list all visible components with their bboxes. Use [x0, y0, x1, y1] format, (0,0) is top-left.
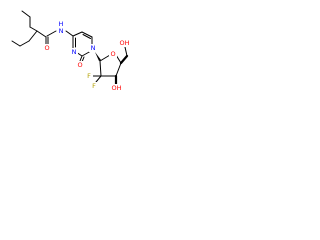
atom-label-amide-h: H: [59, 20, 64, 28]
bond-c1-o: [99, 54, 111, 62]
svg-text:OH: OH: [111, 84, 121, 92]
bond-c2-f2: [95, 75, 102, 83]
molecule-structure-diagram: N H O N N O O F F: [0, 0, 150, 150]
atom-label-oh-bottom: OH: [110, 84, 123, 92]
propyl-chain-lower: [11, 30, 38, 47]
bond-c2-c1: [99, 60, 102, 77]
bond-alpha-carbonyl: [36, 30, 47, 38]
wedge-n1-c1prime: [95, 52, 101, 61]
bond-amide-c4: [65, 30, 74, 37]
svg-text:O: O: [44, 44, 49, 52]
atom-label-oh-top: OH: [118, 39, 131, 47]
atom-label-amide-n: N: [57, 27, 65, 35]
atom-label-c2-o: O: [76, 61, 84, 69]
bond: [28, 30, 38, 42]
svg-text:N: N: [59, 27, 64, 35]
svg-text:H: H: [59, 20, 64, 28]
propyl-chain-upper: [21, 10, 38, 32]
bond: [81, 31, 93, 38]
bond: [29, 26, 38, 32]
molecule-svg: N H O N N O O F F: [11, 10, 131, 92]
atom-label-f1: F: [85, 72, 93, 80]
bond: [11, 40, 21, 47]
bond-c2-o: [79, 55, 83, 62]
bond-c4-c3: [115, 62, 122, 77]
atom-label-sugar-o: O: [109, 50, 117, 58]
svg-text:F: F: [87, 72, 91, 80]
bond-carbonyl-n: [46, 30, 57, 37]
bond-c4-c5: [119, 54, 129, 65]
atom-label-carbonyl-o: O: [43, 44, 51, 52]
bond-c5-o5: [124, 46, 128, 57]
svg-text:O: O: [110, 50, 115, 58]
atom-label-f2: F: [90, 82, 98, 90]
svg-text:OH: OH: [119, 39, 129, 47]
bond-double: [82, 34, 91, 39]
svg-text:N: N: [72, 48, 77, 56]
svg-text:F: F: [92, 82, 96, 90]
sugar-ring: [99, 54, 122, 77]
atom-label-n3: N: [70, 48, 78, 56]
bond: [19, 40, 30, 47]
bond: [72, 31, 83, 37]
svg-text:O: O: [77, 61, 82, 69]
svg-text:N: N: [91, 44, 96, 52]
atom-label-n1: N: [89, 44, 97, 52]
bond: [21, 10, 31, 18]
